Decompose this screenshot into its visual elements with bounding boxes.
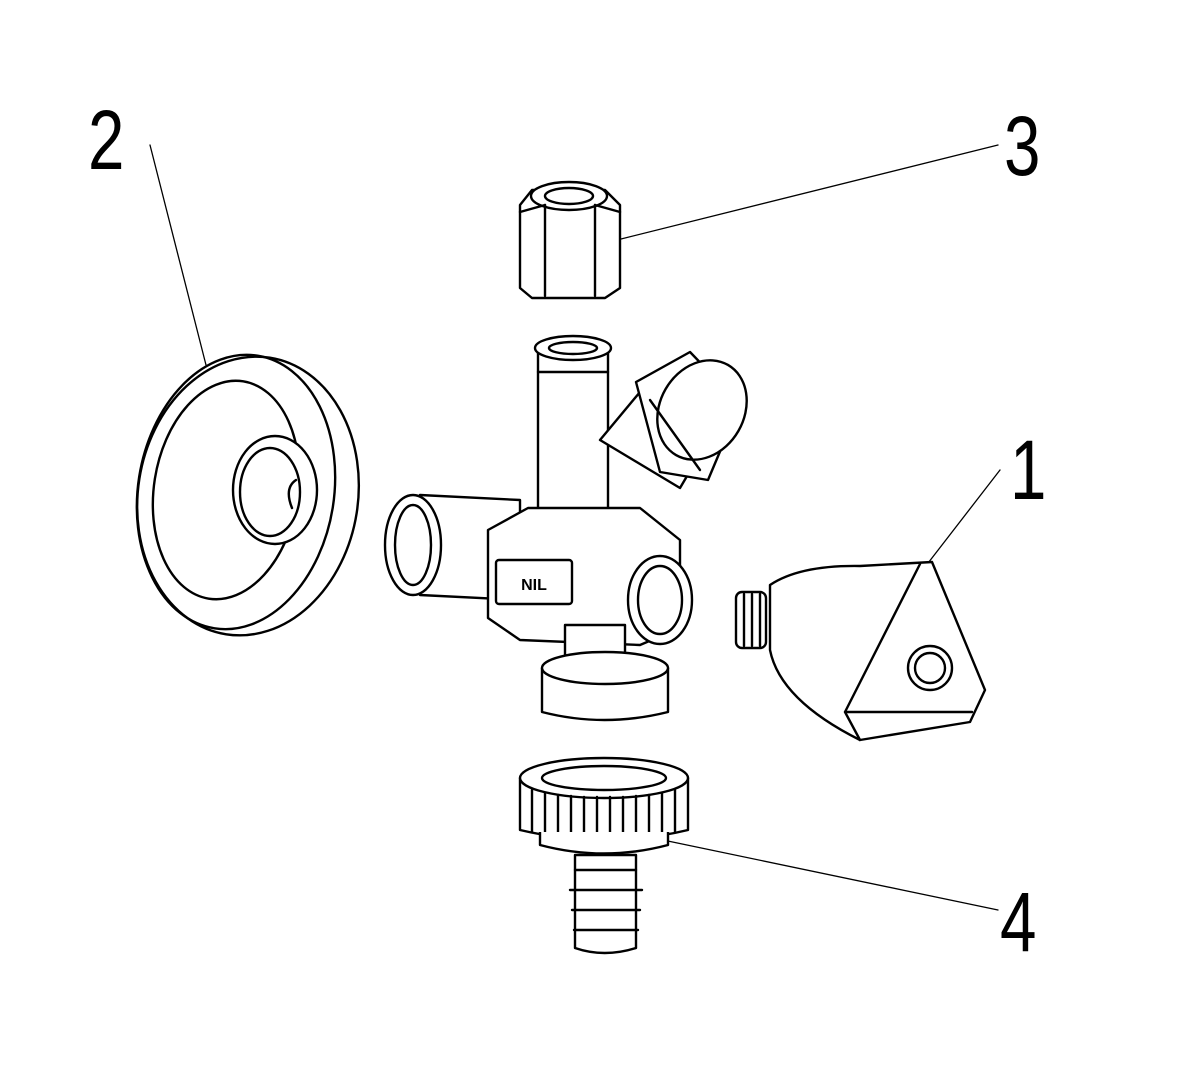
valve-handle	[734, 560, 987, 742]
leader-line-2	[149, 144, 207, 366]
valve-marking: NIL	[521, 577, 547, 594]
compression-nut	[518, 180, 622, 300]
leader-line-4	[662, 839, 999, 911]
leader-line-1	[924, 469, 1001, 568]
callout-number-4: 4	[1000, 875, 1037, 969]
leader-line-3	[616, 144, 999, 241]
callout-number-3: 3	[1004, 99, 1041, 193]
wall-rosette	[135, 353, 361, 637]
callout-number-1: 1	[1010, 423, 1047, 517]
angle-valve-body: NIL	[383, 334, 748, 722]
leader-lines	[149, 144, 1001, 911]
hose-connector	[518, 756, 690, 955]
callout-number-2: 2	[88, 93, 125, 187]
